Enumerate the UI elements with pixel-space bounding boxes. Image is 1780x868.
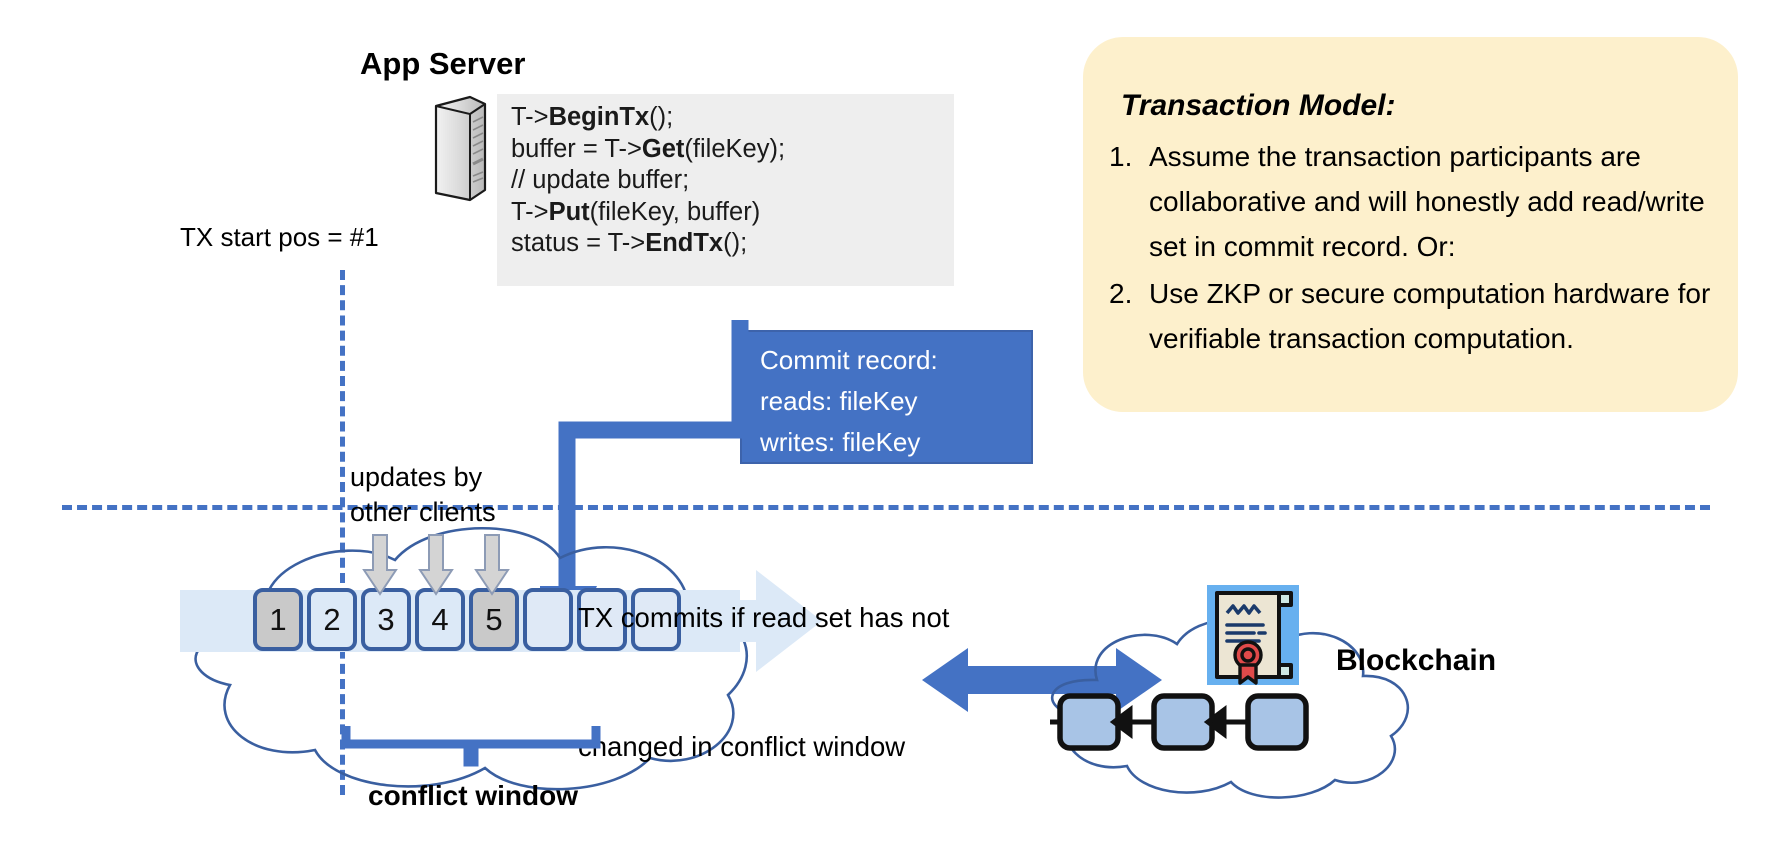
blockchain-label: Blockchain [1336,644,1497,677]
commit-record-reads: reads: fileKey [760,386,918,416]
conflict-window-label: conflict window [368,780,578,811]
app-server-title: App Server [360,46,526,81]
ledger-blocks-row: 1 2 3 4 5 [253,588,681,651]
code-line-5: status = T->EndTx(); [511,229,748,257]
code-line-3: // update buffer; [511,166,690,194]
updates-label-line2: other clients [350,497,496,527]
code-line-1: T->BeginTx(); [511,103,674,131]
horizontal-dashed-divider [62,505,1710,510]
transaction-model-item: 1. Assume the transaction participants a… [1097,134,1727,269]
transaction-model-item: 2. Use ZKP or secure computation hardwar… [1097,271,1727,361]
code-snippet-box: T->BeginTx(); buffer = T->Get(fileKey); … [497,94,954,286]
list-text: Use ZKP or secure computation hardware f… [1149,278,1711,354]
ledger-block[interactable]: 3 [361,588,411,651]
code-line-2: buffer = T->Get(fileKey); [511,134,786,163]
ledger-growth-arrow [700,570,822,672]
ledger-block[interactable]: 4 [415,588,465,651]
tx-commits-line2: changed in conflict window [578,731,906,762]
updates-by-other-clients-label: updates by other clients [350,460,496,530]
commit-record-title: Commit record: [760,345,938,375]
ledger-block[interactable] [631,588,681,651]
list-text: Assume the transaction participants are … [1149,141,1705,262]
list-number: 2. [1109,278,1133,309]
ledger-cloud-outline [194,527,748,791]
ledger-block[interactable] [577,588,627,651]
tx-start-pos-label: TX start pos = #1 [180,222,379,252]
transaction-model-panel: Transaction Model: 1. Assume the transac… [1083,37,1738,412]
tx-commits-condition-label: TX commits if read set has not changed i… [578,510,949,854]
conflict-window-brace [341,726,601,767]
commit-record-writes: writes: fileKey [760,427,921,457]
ledger-block[interactable] [523,588,573,651]
smart-contract-certificate-icon [1207,585,1299,685]
list-number: 1. [1109,141,1133,172]
updates-label-line1: updates by [350,462,483,492]
tx-commits-line1: TX commits if read set has not [578,602,950,633]
code-line-4: T->Put(fileKey, buffer) [511,197,761,226]
transaction-model-list: 1. Assume the transaction participants a… [1097,134,1727,363]
commit-record-box: Commit record: reads: fileKey writes: fi… [740,330,1033,464]
ledger-block[interactable]: 2 [307,588,357,651]
ledger-block[interactable]: 1 [253,588,303,651]
transaction-model-title: Transaction Model: [1121,89,1396,122]
client-update-arrow [362,534,398,596]
ledger-block[interactable]: 5 [469,588,519,651]
client-update-arrow [474,534,510,596]
tx-start-vertical-dashed-line [340,270,345,795]
server-tower-icon [434,95,487,202]
blockchain-blocks [1050,693,1309,751]
bidirectional-sync-arrow [922,648,1162,712]
client-update-arrow [418,534,454,596]
